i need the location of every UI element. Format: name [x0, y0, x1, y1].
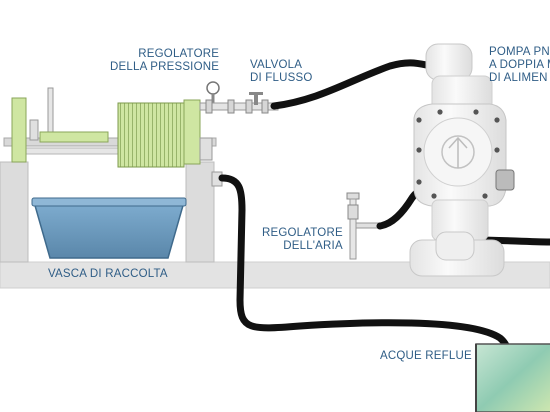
air-regulator-label-line-1: REGOLATORE	[262, 227, 343, 239]
pressure-regulator-label-line-1: REGOLATORE	[138, 48, 220, 60]
pump-body	[409, 43, 515, 277]
pump-label-line-2: A DOPPIA M	[489, 59, 550, 71]
filter-press	[0, 87, 223, 263]
flow-valve-label-line-1: VALVOLA	[250, 59, 303, 71]
flow-valve	[245, 92, 269, 114]
wastewater-label: ACQUE REFLUE	[380, 350, 472, 362]
air-regulator-label-line-2: DELL'ARIA	[283, 240, 343, 252]
collection-tank-label: VASCA DI RACCOLTA	[48, 268, 168, 280]
pump-label-line-1: POMPA PN	[489, 46, 550, 58]
pressure-regulator-label: REGOLATORE DELLA PRESSIONE	[110, 48, 219, 74]
pressure-regulator-label-line-2: DELLA PRESSIONE	[110, 61, 220, 73]
pump-label-line-3: DI ALIMEN	[489, 72, 548, 84]
air-regulator	[346, 192, 381, 260]
pump-label: POMPA PN A DOPPIA M DI ALIMEN	[489, 46, 550, 85]
wastewater-container	[475, 343, 550, 412]
flow-valve-label: VALVOLA DI FLUSSO	[250, 59, 313, 85]
air-regulator-label: REGOLATORE DELL'ARIA	[262, 227, 343, 253]
filter-plates	[117, 102, 185, 168]
collection-basin	[33, 201, 185, 259]
flow-valve-label-line-2: DI FLUSSO	[250, 72, 313, 84]
